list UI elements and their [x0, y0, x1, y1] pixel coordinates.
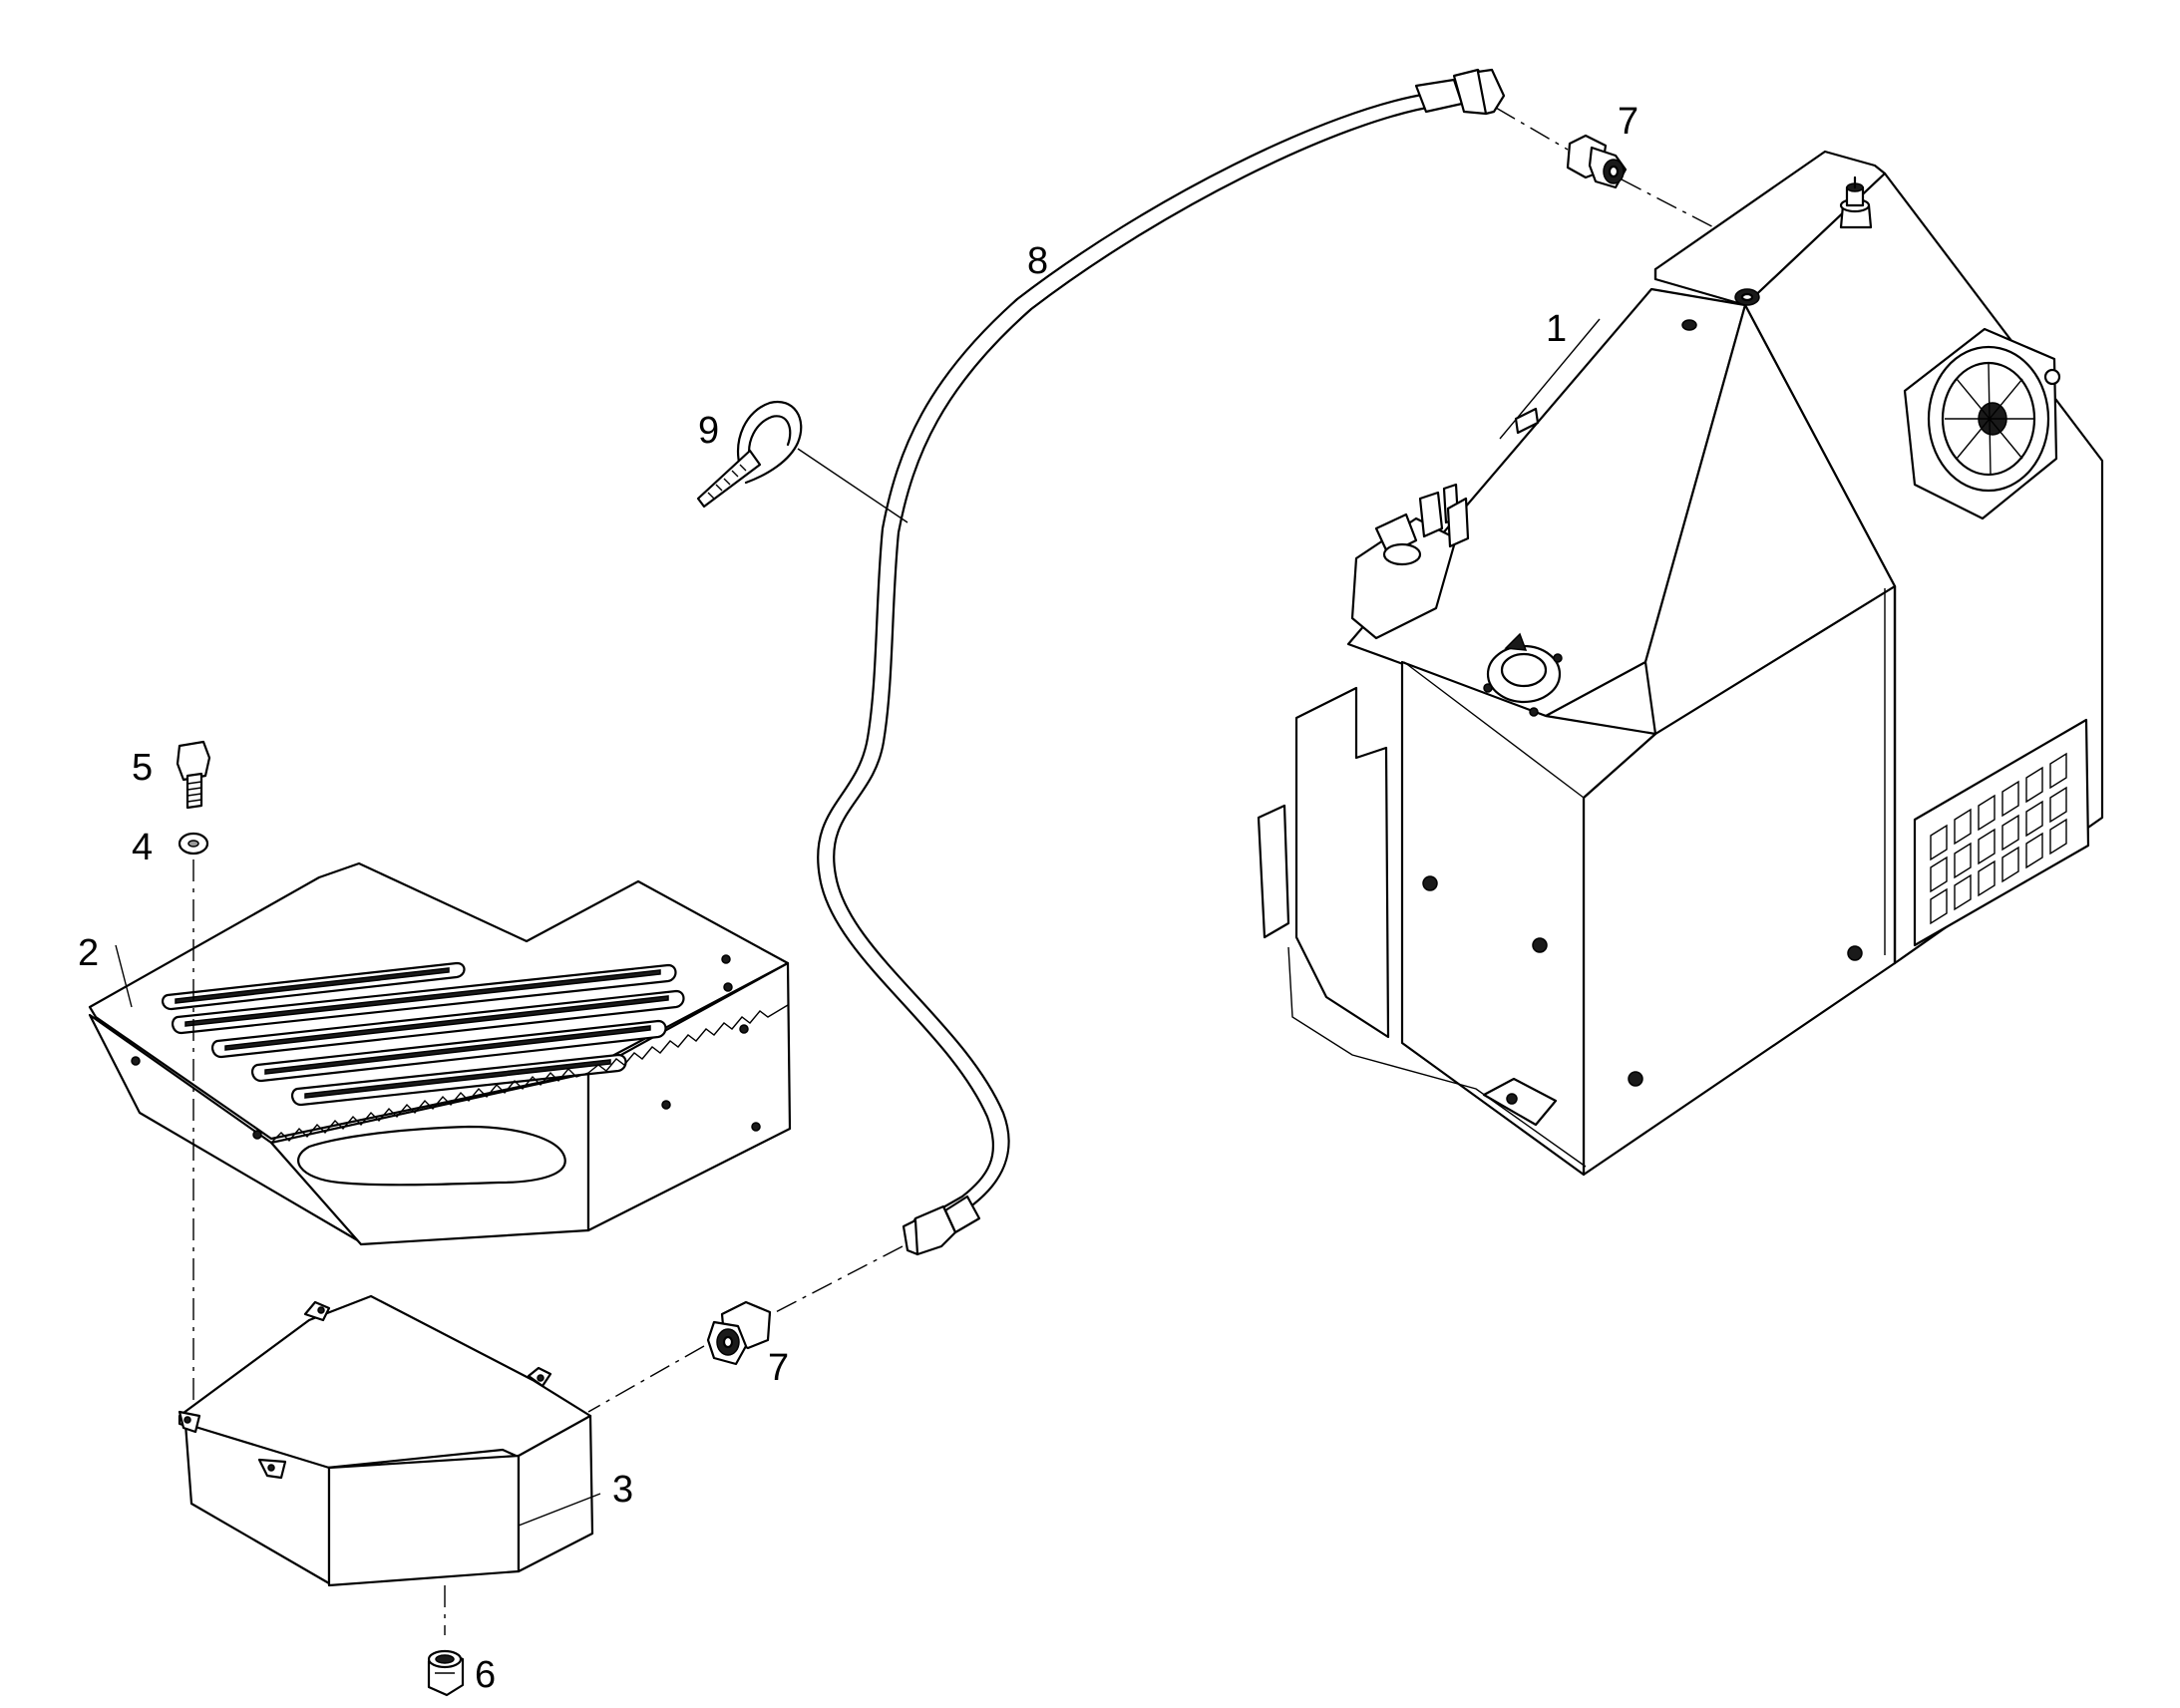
callout-7-top: 7: [1618, 101, 1638, 143]
tread-slots: [162, 961, 685, 1107]
part-1-tank-assembly: [1257, 150, 2104, 1177]
part-2-step-plate: [88, 861, 792, 1246]
part-5-bolt: [176, 740, 211, 810]
callout-9: 9: [698, 410, 719, 452]
leader-3: [518, 1493, 601, 1527]
callout-4: 4: [132, 827, 153, 868]
cooler-fan: [1903, 327, 2061, 520]
callout-2: 2: [78, 932, 99, 974]
leader-1: [1499, 318, 1601, 440]
filler-cap: [1483, 632, 1563, 717]
callout-7-bottom: 7: [768, 1347, 789, 1389]
callout-5: 5: [132, 747, 153, 789]
part-7-fitting-bottom: [587, 1245, 904, 1413]
callout-8: 8: [1027, 240, 1048, 282]
callout-6: 6: [475, 1654, 496, 1696]
vent-grille: [1913, 718, 2090, 947]
tank-breather: [1839, 175, 1873, 229]
part-4-washer: [178, 832, 209, 855]
part-8-hose: [817, 68, 1506, 1256]
part-3-cover: [178, 1294, 594, 1635]
part-7-fitting-top: [1495, 107, 1722, 232]
hose-top-fitting: [1414, 68, 1506, 116]
part-9-cable-tie: [696, 400, 908, 523]
callout-3: 3: [612, 1469, 633, 1511]
part-6-plug: [427, 1649, 465, 1697]
leader-2: [115, 944, 133, 1008]
valve-block: [1350, 407, 1540, 640]
hose-bottom-fitting: [902, 1195, 981, 1256]
callout-1: 1: [1546, 308, 1567, 350]
